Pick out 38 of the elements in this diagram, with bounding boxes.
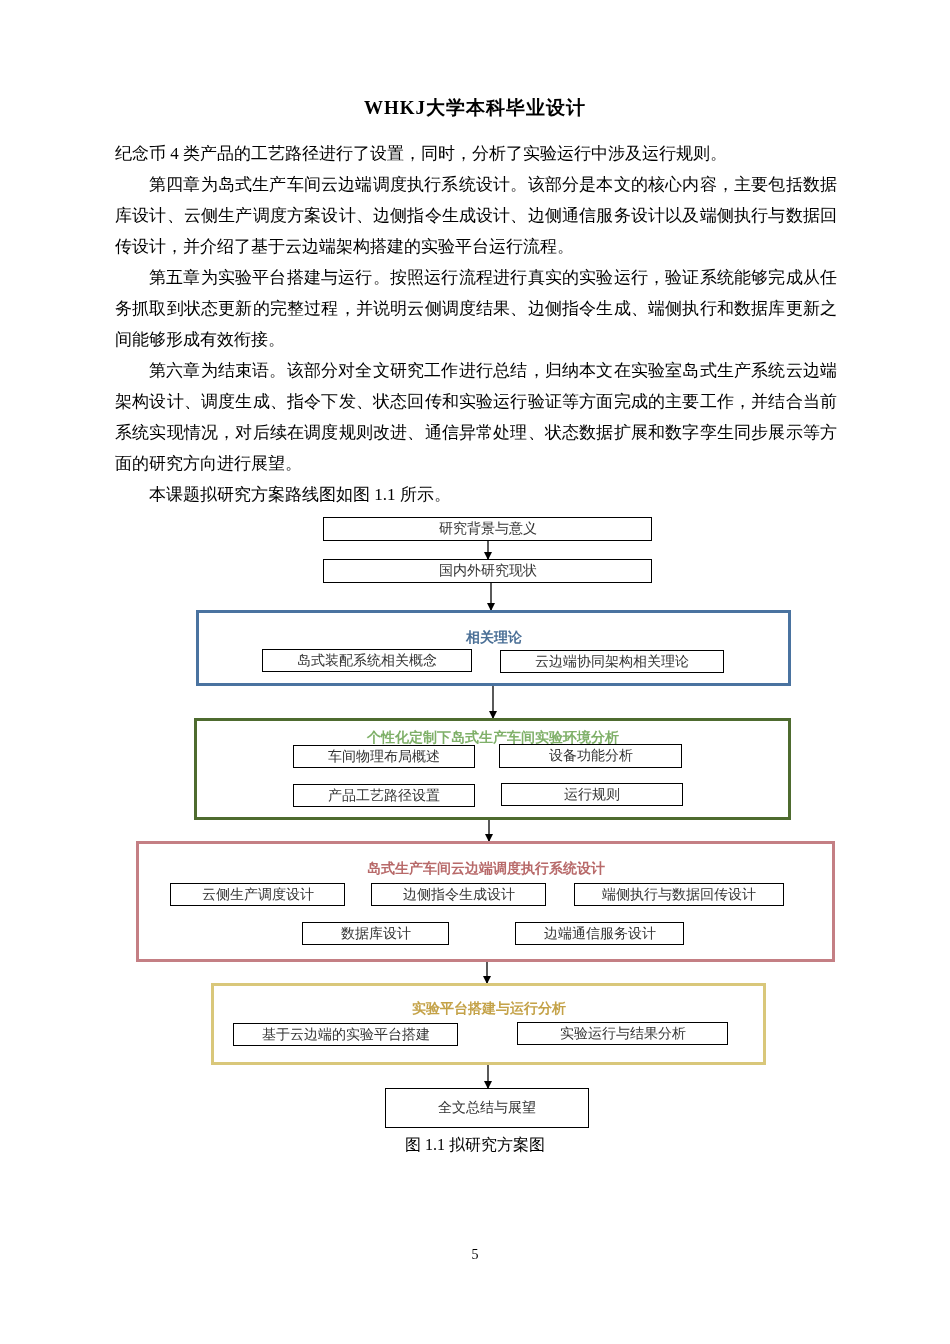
arrow — [484, 1064, 492, 1089]
page-header: WHKJ大学本科毕业设计 — [362, 96, 588, 120]
group-frame — [194, 718, 791, 820]
process-box: 研究背景与意义 — [323, 517, 652, 541]
arrow — [484, 540, 492, 560]
group-frame — [136, 841, 835, 962]
group-title: 岛式生产车间云边端调度执行系统设计 — [365, 860, 606, 878]
group-frame — [196, 610, 791, 686]
process-box: 端侧执行与数据回传设计 — [574, 883, 784, 906]
process-box: 实验运行与结果分析 — [517, 1022, 728, 1045]
arrow — [483, 961, 491, 984]
process-box: 岛式装配系统相关概念 — [262, 649, 472, 672]
figure-caption: 图 1.1 拟研究方案图 — [404, 1135, 546, 1155]
arrow — [489, 685, 497, 719]
paragraph: 第五章为实验平台搭建与运行。按照运行流程进行真实的实验运行，验证系统能够完成从任务抓取到状态更新的完整过程，并说明云侧调度结果、边侧指令生成、端侧执行和数据库更新之间能够形成有效衔接。 — [115, 267, 837, 351]
group-title: 相关理论 — [464, 629, 523, 647]
arrow — [487, 582, 495, 611]
process-box: 基于云边端的实验平台搭建 — [233, 1023, 458, 1046]
process-box: 边侧指令生成设计 — [371, 883, 546, 906]
process-box: 产品工艺路径设置 — [293, 784, 475, 807]
process-box: 设备功能分析 — [499, 744, 682, 768]
group-title: 个性化定制下岛式生产车间实验环境分析 — [365, 729, 620, 747]
group-frame — [211, 983, 766, 1065]
paragraph: 纪念币 4 类产品的工艺路径进行了设置，同时，分析了实验运行中涉及运行规则。 — [115, 143, 728, 165]
arrow — [485, 819, 493, 842]
process-box: 数据库设计 — [302, 922, 449, 945]
paragraph: 第六章为结束语。该部分对全文研究工作进行总结，归纳本文在实验室岛式生产系统云边端架构设计、调度生成、指令下发、状态回传和实验运行验证等方面完成的主要工作，并结合当前系统实现情况，对后续在调度规则改进、通信异常处理、状态数据扩展和数字孪生同步展示等方面的研究方向进行展望。 — [115, 360, 837, 475]
paragraph: 第四章为岛式生产车间云边端调度执行系统设计。该部分是本文的核心内容，主要包括数据库设计、云侧生产调度方案设计、边侧指令生成设计、边侧通信服务设计以及端侧执行与数据回传设计，并介绍了基于云边端架构搭建的实验平台运行流程。 — [115, 174, 837, 258]
process-box: 国内外研究现状 — [323, 559, 652, 583]
process-box: 云边端协同架构相关理论 — [500, 650, 724, 673]
group-title: 实验平台搭建与运行分析 — [410, 1000, 567, 1018]
process-box: 全文总结与展望 — [385, 1088, 589, 1128]
page-number: 5 — [470, 1247, 480, 1263]
process-box: 边端通信服务设计 — [515, 922, 684, 945]
process-box: 车间物理布局概述 — [293, 745, 475, 768]
process-box: 运行规则 — [501, 783, 683, 806]
paragraph: 本课题拟研究方案路线图如图 1.1 所示。 — [148, 484, 452, 506]
process-box: 云侧生产调度设计 — [170, 883, 345, 906]
